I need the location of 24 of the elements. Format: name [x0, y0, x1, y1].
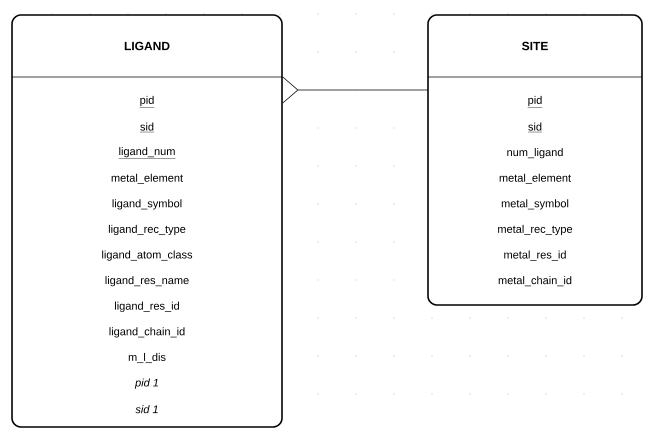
key-attribute: sid: [140, 122, 154, 132]
attribute-name: pid 1: [134, 378, 158, 389]
key-attribute: ligand_num: [118, 147, 176, 159]
key-attribute: pid: [139, 96, 155, 108]
entity-title: LIGAND: [124, 42, 170, 50]
attribute-name: ligand_chain_id: [110, 327, 184, 338]
attribute-name: metal_res_id: [504, 250, 566, 261]
attribute-name: metal_symbol: [502, 199, 568, 210]
attribute-name: m_l_dis: [128, 352, 166, 364]
attribute-name: ligand_rec_type: [108, 224, 186, 236]
attribute-name: ligand_atom_class: [102, 250, 192, 261]
attribute-name: num_ligand: [507, 148, 563, 158]
attribute-name: ligand_res_id: [115, 302, 179, 312]
key-attribute: pid: [527, 96, 543, 108]
relationship-line: [282, 76, 428, 104]
entity-title: SITE: [522, 42, 548, 50]
attribute-name: ligand_res_name: [106, 276, 189, 286]
attribute-name: ligand_symbol: [112, 199, 182, 210]
attribute-name: metal_chain_id: [498, 276, 572, 286]
key-attribute: sid: [528, 122, 542, 132]
attribute-name: metal_rec_type: [498, 224, 572, 236]
attribute-name: metal_element: [112, 174, 183, 184]
attribute-name: sid 1: [135, 405, 158, 414]
attribute-name: metal_element: [500, 174, 571, 184]
